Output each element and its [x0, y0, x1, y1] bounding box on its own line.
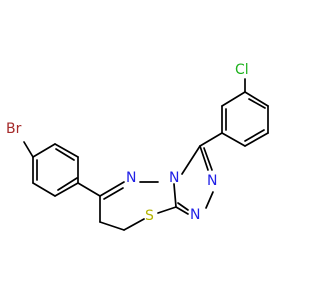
bromine-label: Br	[6, 121, 22, 137]
nitrogen-label-ring5-right1: N	[207, 173, 217, 189]
bond	[203, 147, 213, 171]
sulfur-label: S	[145, 208, 154, 224]
bond	[199, 132, 223, 147]
thiadiazine-ring	[99, 181, 177, 231]
bond	[173, 183, 177, 208]
bond	[77, 182, 101, 197]
bond	[199, 145, 209, 171]
bond	[57, 177, 78, 191]
bond	[157, 206, 177, 214]
bond	[244, 129, 265, 142]
nitrogen-label-ring5-right2: N	[190, 207, 200, 223]
nitrogen-label-ring5-top: N	[169, 170, 179, 186]
bond	[54, 143, 79, 158]
bond	[99, 221, 125, 231]
bond	[205, 191, 214, 209]
bond	[103, 187, 124, 200]
bond	[221, 132, 246, 147]
bond	[175, 206, 189, 215]
bond	[55, 148, 75, 161]
bond	[244, 132, 269, 147]
nitrogen-label-ring6-left: N	[126, 170, 136, 186]
structure-diagram: Cl Br N N N N S	[6, 62, 269, 231]
bromophenyl-ring	[23, 141, 101, 197]
bond	[244, 91, 269, 107]
molecule-drawing: Cl Br N N N N S	[6, 62, 269, 231]
chlorophenyl-ring	[199, 78, 269, 147]
bond	[181, 145, 201, 175]
chlorine-label: Cl	[235, 62, 249, 78]
bond	[99, 181, 125, 197]
bond	[32, 182, 56, 197]
bond	[123, 218, 145, 231]
bond	[23, 141, 34, 158]
bond	[248, 98, 266, 109]
bond	[54, 182, 79, 197]
bond	[32, 143, 56, 158]
triazole-ring	[173, 145, 214, 215]
bond	[177, 202, 189, 211]
bond	[221, 91, 246, 107]
